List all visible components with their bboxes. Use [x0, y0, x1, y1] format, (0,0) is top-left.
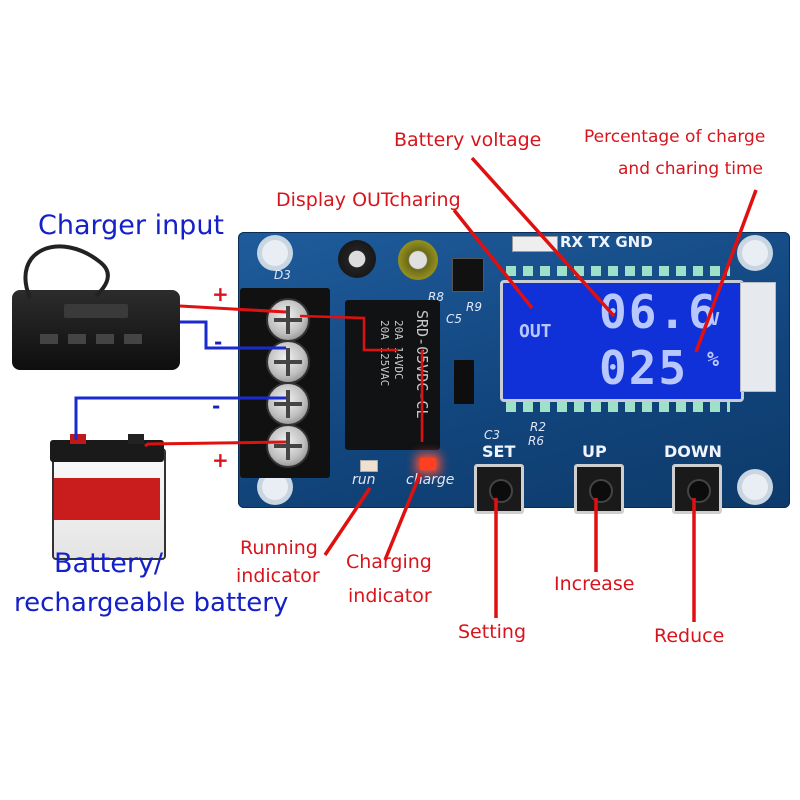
battery-positive-terminal	[70, 434, 86, 444]
mounting-hole-top-right	[742, 240, 768, 266]
label-running-line2: indicator	[236, 565, 320, 587]
capacitor-black	[338, 240, 376, 278]
silk-r2: R2	[530, 420, 546, 434]
mounting-hole-top-left	[262, 240, 288, 266]
battery-label-band	[54, 478, 160, 520]
silk-d3: D3	[274, 268, 291, 282]
sign-plus-top: +	[212, 282, 229, 306]
charger-input-title: Charger input	[38, 210, 225, 241]
wire-battery-positive	[144, 440, 287, 448]
silk-r9: R9	[466, 300, 482, 314]
up-button[interactable]	[574, 464, 624, 514]
label-reduce: Reduce	[654, 625, 725, 647]
capacitor-yellow	[398, 240, 438, 280]
wire-charger-positive	[179, 304, 287, 314]
sign-minus-bottom: -	[212, 394, 221, 418]
battery-title-line2: rechargeable battery	[14, 588, 289, 618]
silk-set: SET	[482, 442, 516, 461]
mounting-hole-bottom-right	[742, 474, 768, 500]
sign-minus-top: -	[214, 330, 223, 354]
battery-title-line1: Battery/	[54, 548, 164, 579]
silk-c3: C3	[484, 428, 501, 442]
lcd-out-label: OUT	[519, 321, 552, 342]
wire-relay-in	[299, 314, 398, 352]
lcd-pins-bottom	[506, 402, 730, 412]
relay: SRD-05VDC-CL 20A 14VDC 20A 125VAC	[345, 300, 440, 450]
lcd-ribbon-tab	[740, 282, 776, 392]
lcd-voltage: 06.6	[599, 285, 718, 339]
screw-terminal-4	[266, 424, 310, 468]
mounting-hole-bottom-left	[262, 474, 288, 500]
regulator-chip	[452, 258, 484, 292]
lcd-volt-unit: V	[709, 309, 720, 330]
battery-negative-terminal	[128, 434, 144, 444]
sign-plus-bottom: +	[212, 448, 229, 472]
silk-down: DOWN	[664, 442, 722, 461]
label-setting: Setting	[458, 621, 527, 643]
label-running-line1: Running	[240, 537, 318, 559]
down-button[interactable]	[672, 464, 722, 514]
run-led	[360, 460, 378, 472]
label-charging-line1: Charging	[346, 551, 432, 573]
lcd-percent: 025	[599, 341, 689, 395]
screw-terminal-1	[266, 298, 310, 342]
pointer-running	[323, 487, 372, 556]
label-percentage-line2: and charing time	[618, 159, 764, 179]
charger-cable	[23, 244, 110, 299]
lcd-pins-top	[506, 266, 730, 276]
label-increase: Increase	[554, 573, 635, 595]
battery-top	[50, 440, 164, 462]
silk-r6: R6	[528, 434, 544, 448]
charger-vents	[40, 334, 152, 344]
set-button[interactable]	[474, 464, 524, 514]
pointer-charging	[383, 473, 422, 561]
down-button-cap	[687, 479, 711, 503]
up-button-cap	[589, 479, 613, 503]
silk-up: UP	[582, 442, 607, 461]
label-battery-voltage: Battery voltage	[394, 129, 542, 151]
lcd-display: OUT 06.6 V 025 %	[500, 280, 744, 402]
charge-led	[420, 458, 436, 470]
set-button-cap	[489, 479, 513, 503]
pointer-display-out	[452, 208, 534, 310]
lcd-percent-unit: %	[707, 347, 720, 371]
charger-label-plate	[64, 304, 128, 318]
wire-charger-negative	[180, 320, 286, 350]
silk-run: run	[352, 472, 376, 488]
pointer-percentage	[694, 189, 758, 353]
header-pin-label: RX TX GND	[560, 233, 653, 251]
label-charging-line2: indicator	[348, 585, 432, 607]
wire-battery-negative	[74, 396, 286, 440]
silk-c5: C5	[446, 312, 463, 326]
pointer-battery-voltage	[470, 156, 616, 318]
label-display-out: Display OUTcharing	[276, 189, 461, 211]
diode-component	[454, 360, 474, 404]
charger-adapter	[12, 290, 180, 370]
label-percentage-line1: Percentage of charge	[584, 127, 766, 147]
